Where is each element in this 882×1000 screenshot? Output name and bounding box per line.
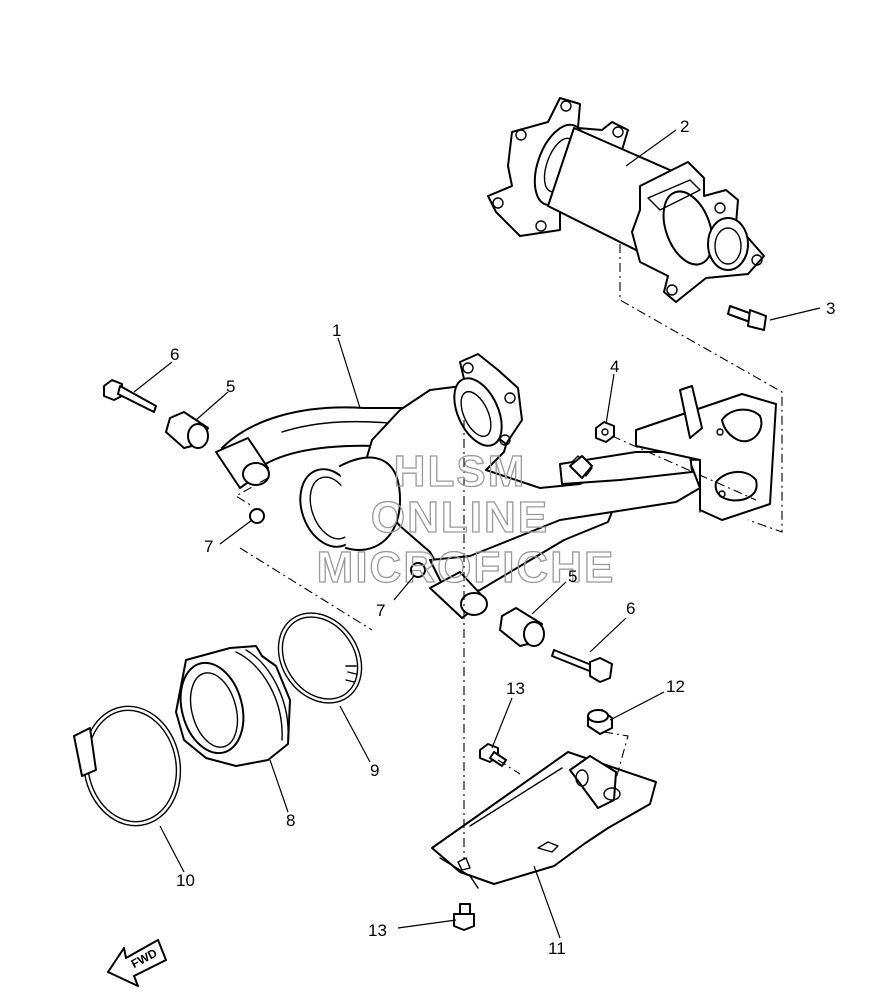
bolt-3-part[interactable]	[727, 305, 767, 331]
callout-5-lower: 5	[568, 567, 577, 586]
snap-ring-part[interactable]	[261, 597, 378, 719]
callout-6-upper: 6	[170, 345, 179, 364]
watermark-line2: ONLINE	[371, 493, 549, 542]
callout-5-upper: 5	[226, 377, 235, 396]
callout-13-upper: 13	[506, 679, 525, 698]
callout-3: 3	[826, 299, 835, 318]
leader-lines	[133, 129, 821, 939]
callout-1: 1	[332, 321, 341, 340]
skid-plate-part[interactable]	[431, 751, 657, 889]
callout-2: 2	[680, 117, 689, 136]
callout-12: 12	[666, 677, 685, 696]
bushing-lower-part[interactable]	[499, 607, 545, 647]
watermark-line1: HLSM	[394, 447, 527, 496]
collar-left-part[interactable]	[249, 508, 265, 524]
boot-part[interactable]	[171, 645, 291, 767]
nut-4-part[interactable]	[595, 421, 615, 443]
fwd-arrow: FWD	[107, 939, 167, 987]
callout-7-left: 7	[204, 537, 213, 556]
callout-9: 9	[370, 761, 379, 780]
axle-housing-part[interactable]	[487, 97, 765, 303]
callout-10: 10	[176, 871, 195, 890]
clamp-part[interactable]	[73, 699, 190, 834]
damper-part[interactable]	[587, 709, 613, 735]
alignment-lines	[234, 244, 783, 860]
bolt-13-upper-part[interactable]	[479, 743, 507, 767]
callout-8: 8	[286, 811, 295, 830]
pivot-bolt-upper-part[interactable]	[103, 379, 157, 413]
bushing-upper-part[interactable]	[165, 411, 209, 449]
callout-4: 4	[610, 357, 619, 376]
callout-6-lower: 6	[626, 599, 635, 618]
pivot-bolt-lower-part[interactable]	[551, 649, 613, 683]
swing-arm-part[interactable]	[215, 353, 777, 619]
bolt-13-lower-part[interactable]	[453, 903, 475, 931]
callout-7-right: 7	[376, 601, 385, 620]
callout-13-lower: 13	[368, 921, 387, 940]
callout-labels: 2 3 1 4 6 5 7 7 5 6 13 12 9 8 10 13 11	[170, 117, 835, 958]
collar-right-part[interactable]	[410, 562, 426, 578]
callout-11: 11	[548, 939, 566, 958]
